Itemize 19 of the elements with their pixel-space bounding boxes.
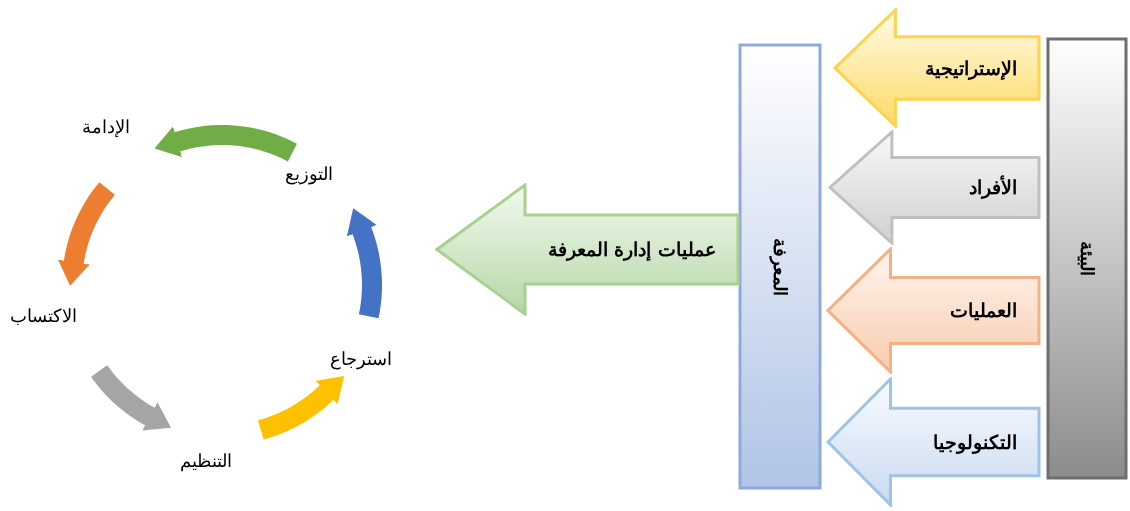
- cycle-label: الاكتساب: [10, 304, 77, 328]
- arrow-shape: [826, 377, 1041, 507]
- cycle-label: التنظيم: [180, 449, 232, 474]
- cycle-label: الإدامة: [82, 115, 130, 139]
- cycle-label: التوزيع: [285, 162, 333, 187]
- arrow-label: الأفراد: [969, 174, 1017, 201]
- arrow-shape: [826, 247, 1041, 374]
- environment-bar: [1046, 37, 1128, 480]
- vertical-label: المعرفة: [768, 237, 792, 296]
- arrow-shape: [435, 183, 740, 316]
- arrow-label: العمليات: [950, 298, 1017, 324]
- arrow-label: الإستراتيجية: [925, 55, 1017, 82]
- vertical-label: البيئة: [1075, 241, 1099, 276]
- arrow-label: التكنولوجيا: [933, 429, 1017, 456]
- cycle-label: استرجاع: [330, 347, 392, 372]
- arrow-shape: [828, 130, 1041, 245]
- knowledge-bar: [738, 43, 822, 490]
- arrow-shape: [833, 8, 1041, 128]
- arrow-label: عمليات إدارة المعرفة: [547, 237, 716, 263]
